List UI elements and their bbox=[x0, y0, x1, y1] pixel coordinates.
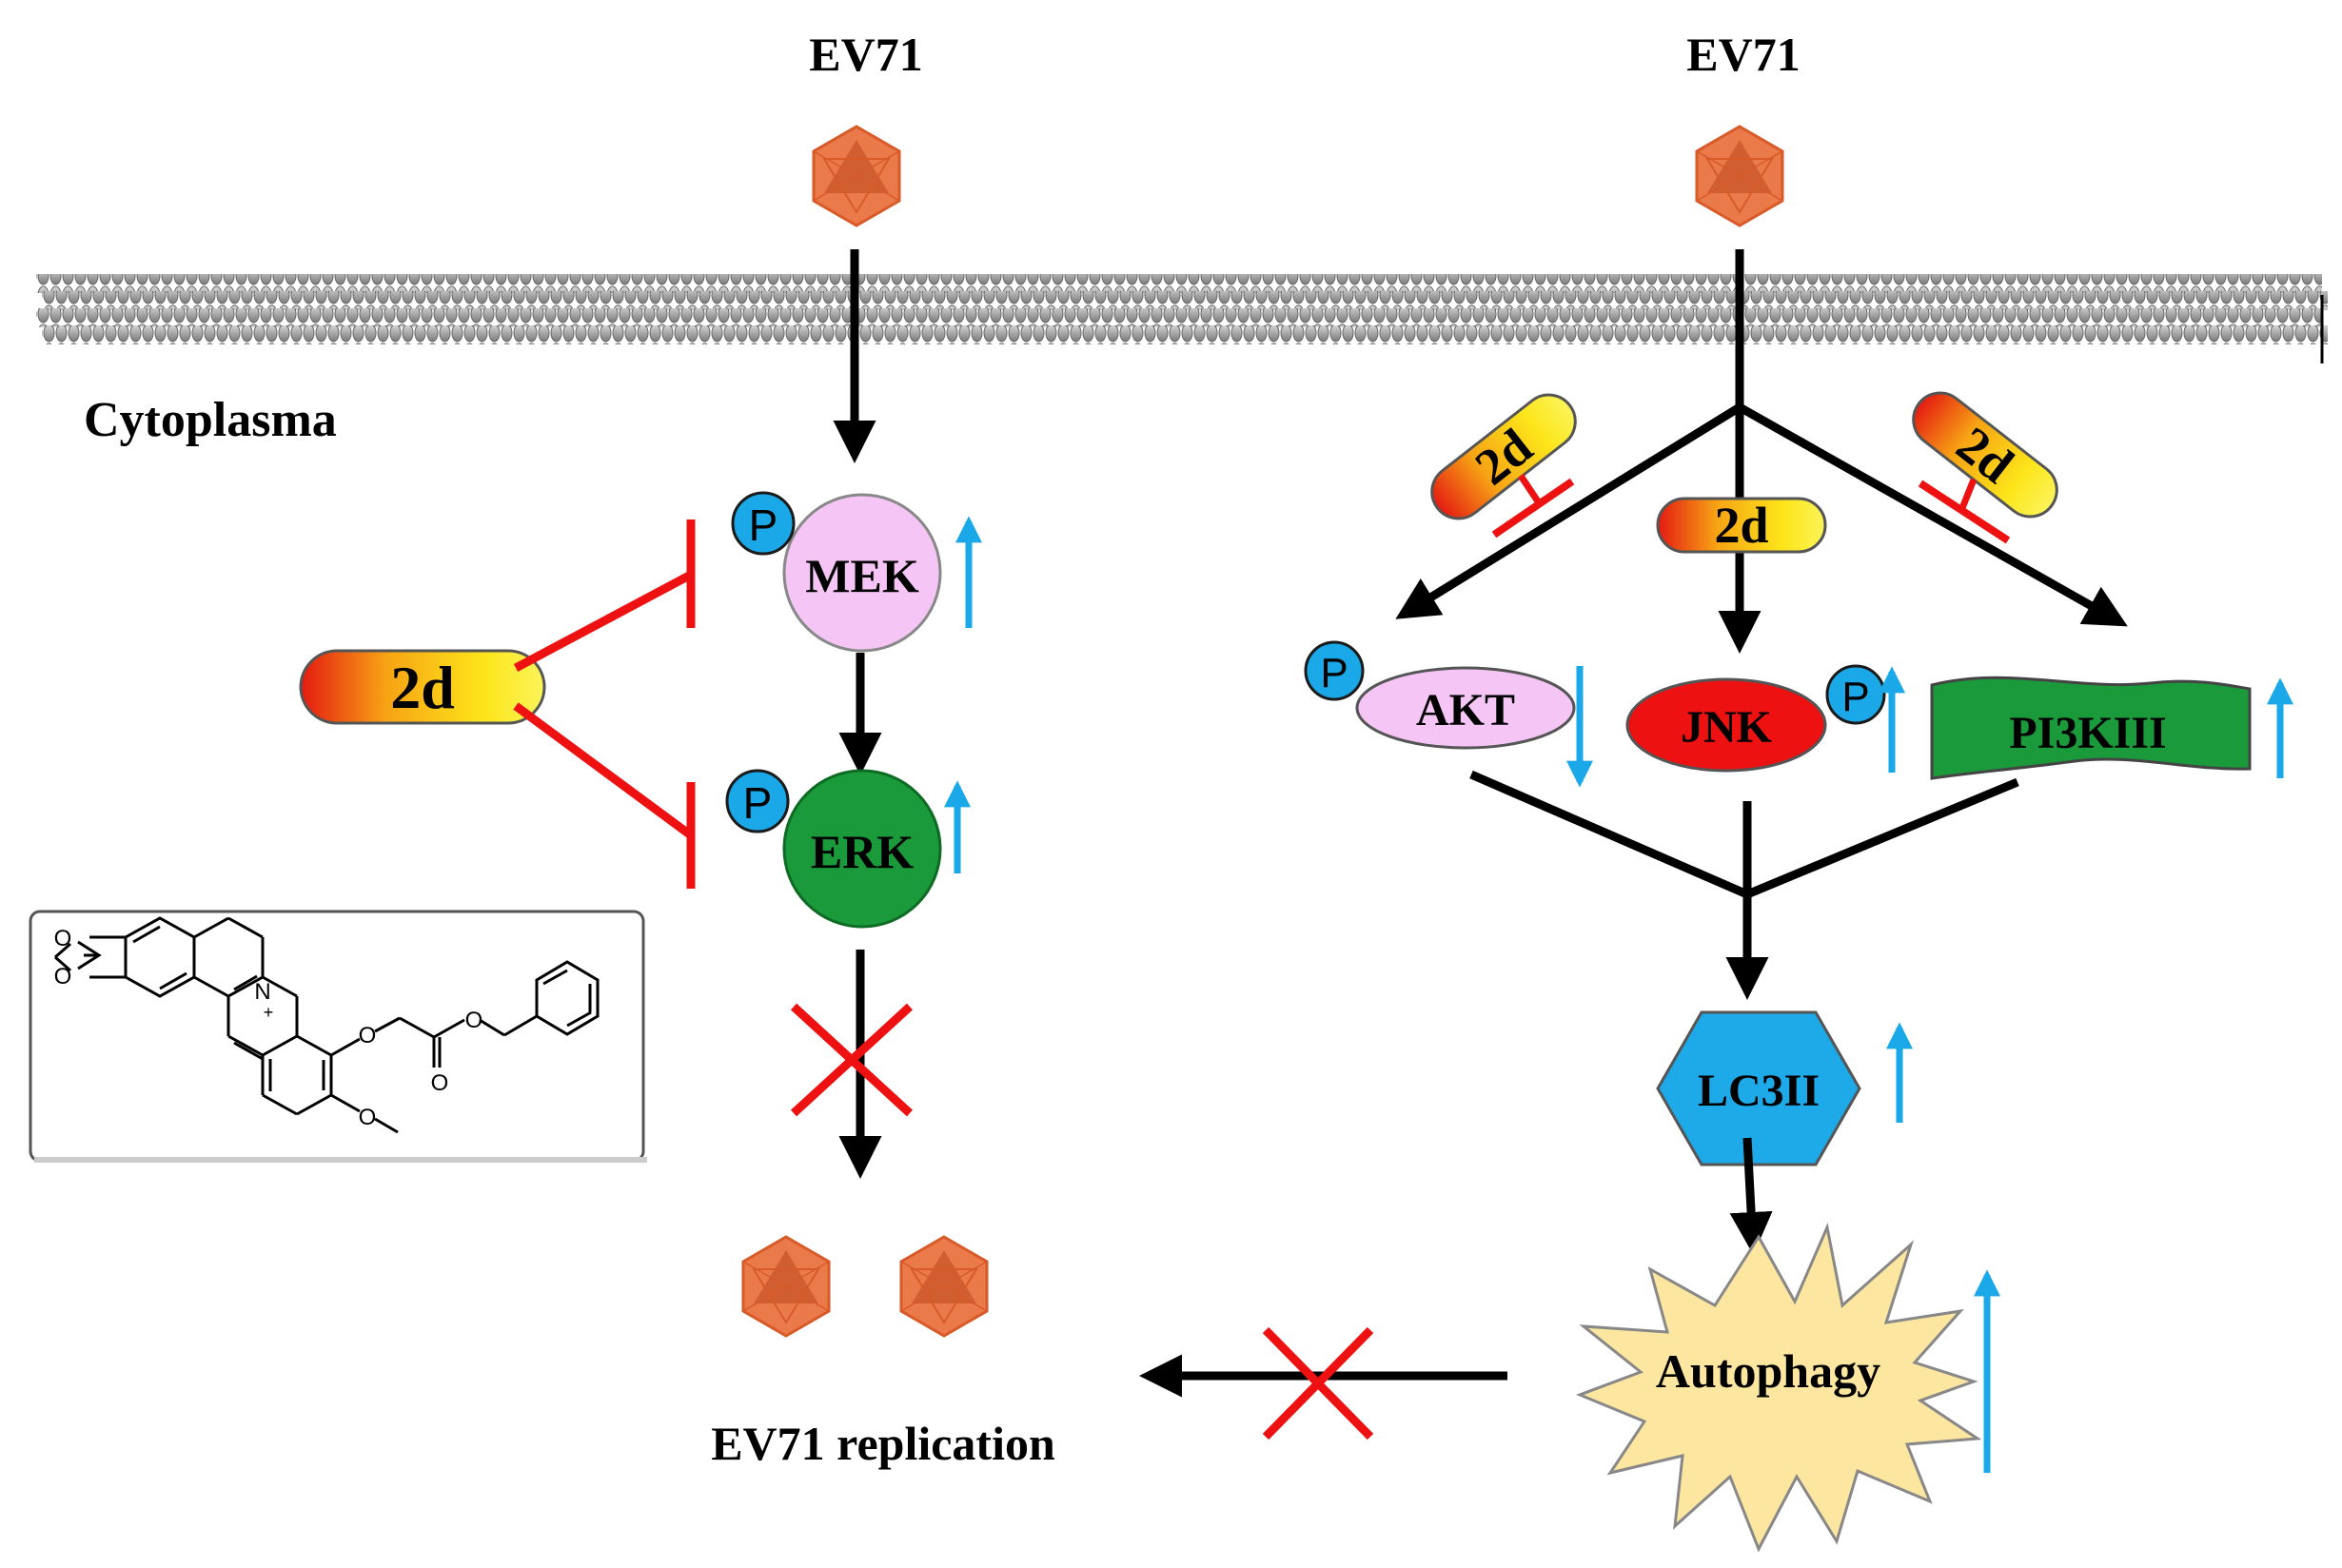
svg-text:P: P bbox=[749, 500, 778, 550]
node-lc3ii-label: LC3II bbox=[1698, 1066, 1820, 1116]
svg-text:O: O bbox=[54, 964, 72, 990]
node-akt bbox=[1355, 666, 1576, 750]
inhibition-2d-to-mek bbox=[513, 519, 696, 672]
node-mek-label: MEK bbox=[805, 549, 919, 602]
virus-progeny-1 bbox=[741, 1235, 831, 1338]
node-jnk bbox=[1625, 677, 1827, 773]
svg-text:+: + bbox=[264, 1003, 274, 1022]
arrow-branch-to-pi3kiii bbox=[1737, 403, 2128, 627]
virus-label-right: EV71 bbox=[1686, 28, 1800, 81]
node-pi3kiii-label: PI3KIII bbox=[2009, 708, 2166, 758]
node-erk-label: ERK bbox=[811, 825, 914, 878]
svg-text:P: P bbox=[1841, 674, 1869, 720]
phospho-badge-mek: P bbox=[731, 491, 796, 556]
svg-text:O: O bbox=[54, 926, 72, 951]
virus-progeny-2 bbox=[899, 1235, 989, 1338]
svg-text:O: O bbox=[431, 1070, 449, 1096]
svg-text:2d: 2d bbox=[1714, 497, 1768, 554]
node-pi3kiii bbox=[1930, 676, 2252, 780]
inhibition-2d-akt bbox=[1491, 474, 1575, 539]
inhibitor-2d-left: 2d bbox=[299, 649, 546, 725]
svg-text:P: P bbox=[1320, 650, 1348, 696]
svg-text:2d: 2d bbox=[390, 654, 455, 721]
inhibitor-2d-center: 2d bbox=[1656, 497, 1827, 554]
compound-2d-structure: O O N + O O O O bbox=[29, 910, 647, 1163]
virus-label-left: EV71 bbox=[809, 28, 922, 81]
node-akt-label: AKT bbox=[1416, 685, 1515, 735]
convergence-lines bbox=[1469, 770, 2019, 899]
inhibitor-2d-akt-branch: 2d bbox=[1419, 382, 1588, 531]
arrow-lc3ii-to-autophagy bbox=[1729, 1137, 1773, 1255]
node-lc3ii bbox=[1656, 1010, 1861, 1166]
node-autophagy-label: Autophagy bbox=[1656, 1344, 1880, 1398]
node-jnk-label: JNK bbox=[1681, 702, 1772, 753]
phospho-badge-erk: P bbox=[725, 769, 790, 833]
block-cross-autophagy-replication bbox=[1262, 1326, 1374, 1441]
arrow-branch-to-akt bbox=[1395, 403, 1742, 619]
virus-particle-right bbox=[1695, 125, 1784, 227]
phospho-badge-jnk: P bbox=[1825, 664, 1886, 725]
svg-text:O: O bbox=[465, 1008, 483, 1033]
phospho-badge-akt: P bbox=[1304, 640, 1365, 701]
svg-text:O: O bbox=[359, 1105, 377, 1130]
inhibitor-2d-pi3kiii-branch: 2d bbox=[1900, 381, 2070, 529]
svg-text:N: N bbox=[254, 979, 270, 1005]
outcome-label-replication: EV71 replication bbox=[711, 1417, 1055, 1470]
node-erk bbox=[782, 769, 942, 929]
inhibition-2d-to-erk bbox=[513, 702, 696, 889]
node-mek bbox=[782, 493, 942, 653]
inhibition-2d-pi3kiii bbox=[1918, 478, 2011, 544]
svg-text:P: P bbox=[743, 778, 773, 828]
cell-membrane bbox=[36, 274, 2328, 363]
cytoplasm-label: Cytoplasma bbox=[84, 393, 337, 447]
block-cross-erk-replication bbox=[790, 1003, 914, 1117]
svg-text:O: O bbox=[359, 1023, 377, 1049]
virus-particle-left bbox=[812, 125, 901, 227]
node-autophagy bbox=[1575, 1222, 1982, 1553]
